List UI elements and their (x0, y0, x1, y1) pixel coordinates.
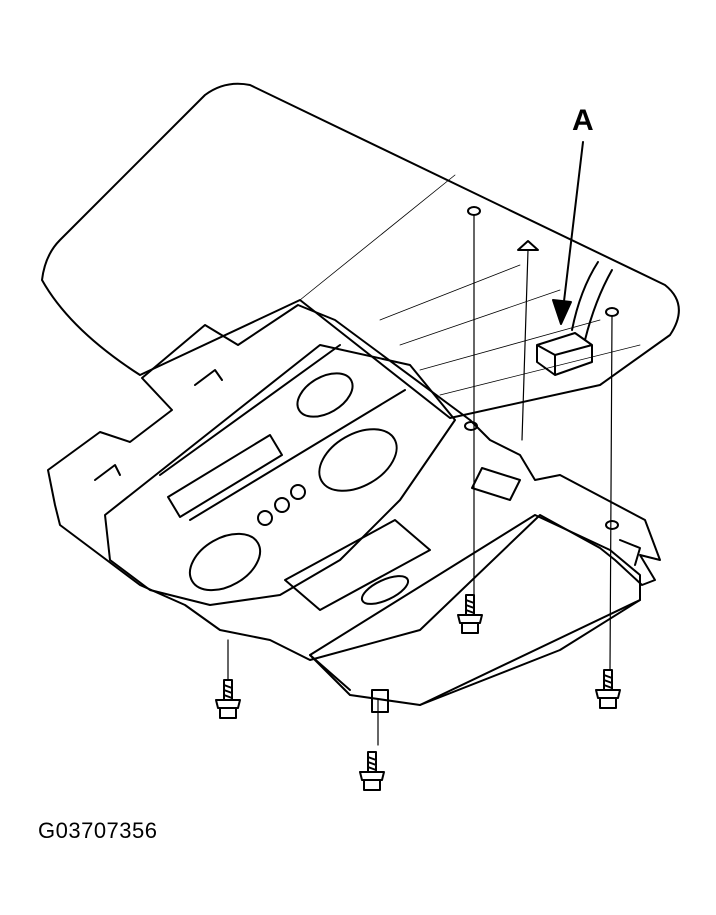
map-lamp-left (188, 532, 262, 592)
connector-a (536, 332, 593, 376)
headliner-panel (41, 82, 680, 419)
sunglass-holder (284, 519, 431, 611)
console-stud (371, 689, 389, 713)
mount-hole-4 (605, 520, 619, 530)
bolt-4 (595, 669, 621, 709)
console-bracket (47, 304, 661, 661)
callout-leader-a (561, 141, 584, 319)
map-lamp-right (318, 428, 398, 492)
mount-hole-1 (467, 206, 481, 216)
button-1 (257, 510, 273, 526)
lamp-top (296, 372, 354, 418)
figure-id: G03707356 (38, 818, 158, 843)
mount-slot (517, 240, 539, 251)
bolt-2 (215, 679, 241, 719)
console-housing-edge (309, 599, 641, 706)
callout-arrowhead-a (552, 299, 572, 325)
wire-harness (571, 261, 613, 341)
bracket-tab-2 (94, 464, 121, 481)
mount-hole-2 (605, 307, 619, 317)
bracket-tab-3 (619, 539, 641, 566)
callout-label-a: A (572, 104, 594, 137)
control-panel-inner (159, 344, 406, 521)
alignment-lines (227, 214, 613, 746)
bolt-3 (359, 751, 385, 791)
bracket-clip (471, 467, 521, 501)
bolt-1 (457, 594, 483, 634)
headliner-panel-shading (299, 174, 641, 396)
control-panel (104, 344, 456, 606)
button-3 (290, 484, 306, 500)
display-slot (167, 434, 283, 518)
bracket-tab-1 (194, 369, 223, 386)
holder-latch (360, 575, 410, 605)
button-2 (274, 497, 290, 513)
